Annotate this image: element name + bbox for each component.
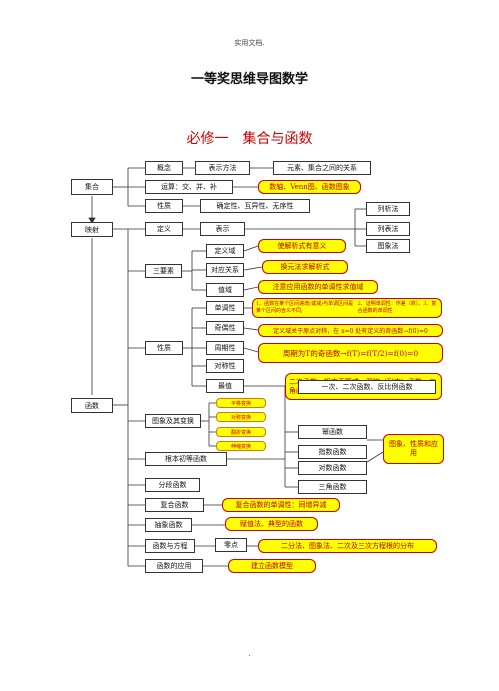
callout-zhouqi: 周期为T的奇函数→f(T)=f(T/2)=f(0)=0 xyxy=(258,343,443,363)
node-jihe: 集合 xyxy=(71,179,113,195)
node-biaoshi: 表示 xyxy=(200,222,245,236)
node-yici: 一次、二次函数、反比例函数 xyxy=(298,380,436,394)
page-subtitle: 必修一 集合与函数 xyxy=(186,131,313,147)
node-liebiao: 列表法 xyxy=(366,222,410,236)
node-zhiyu: 值域 xyxy=(206,283,244,297)
page-footer: . xyxy=(248,650,251,658)
node-fangcheng: 函数与方程 xyxy=(145,539,195,553)
callout-fuzhi: 赋值法、典型的函数 xyxy=(225,517,318,531)
node-jiou: 奇偶性 xyxy=(206,321,244,335)
callout-dandiao: 1、函数在某个区间递增(或减)与单调区间是某个区间的含义不同; 2、证明单调性：… xyxy=(252,298,442,318)
node-sanjiao: 三角函数 xyxy=(298,480,367,494)
node-jihe-xingzhi: 性质 xyxy=(145,199,183,213)
node-fuhe: 复合函数 xyxy=(145,498,204,512)
node-yingshe: 映射 xyxy=(71,222,113,237)
callout-moxing: 建立函数模型 xyxy=(228,559,316,573)
node-duichen: 对称性 xyxy=(206,359,244,373)
node-tuxiang-fa: 图象法 xyxy=(366,239,410,253)
node-duishu: 对数函数 xyxy=(298,461,367,475)
callout-fuhe: 复合函数的单调性：同增异减 xyxy=(222,498,340,512)
callout-shijiexi: 使解析式有意义 xyxy=(258,239,346,253)
node-chouxiang: 抽象函数 xyxy=(145,518,192,532)
page-header: 实用文档. xyxy=(234,39,265,47)
node-zuizhi: 最值 xyxy=(206,379,244,393)
node-yunsuan: 运算：交、并、补 xyxy=(145,180,233,194)
callout-shuzhou: 数轴、Venn图、函数图象 xyxy=(258,180,361,194)
tag-pingyi: 平移变换 xyxy=(216,398,266,408)
node-yuansu-guanxi: 元素、集合之间的关系 xyxy=(273,161,371,175)
node-dandiao: 单调性 xyxy=(206,301,244,315)
node-queding: 确定性、互异性、无序性 xyxy=(200,199,310,213)
node-liexi: 列析法 xyxy=(366,202,410,216)
node-hanshu-xingzhi: 性质 xyxy=(145,341,183,355)
callout-dandiao-line2: 2、证明单调性：作差（商）。3、复合函数的单调性 xyxy=(357,301,437,314)
node-gainian: 概念 xyxy=(145,161,183,175)
node-zhouqi: 周期性 xyxy=(206,341,244,355)
node-lingdian: 零点 xyxy=(215,538,247,552)
tag-shensuo: 伸缩变换 xyxy=(216,441,266,451)
callout-zhuyi: 注意应用函数的单调性求值域 xyxy=(258,280,378,294)
page-title: 一等奖思维导图数学 xyxy=(190,72,308,87)
tag-fanzhe: 翻折变换 xyxy=(216,427,266,437)
node-biaoshi-fangfa: 表示方法 xyxy=(195,161,250,175)
node-genben: 根本初等函数 xyxy=(145,452,227,466)
node-dingyiyu: 定义域 xyxy=(206,244,244,258)
node-fenduan: 分段函数 xyxy=(145,478,200,492)
node-dingyi: 定义 xyxy=(145,222,183,236)
node-bianhuan: 图象及其变换 xyxy=(145,414,201,428)
callout-jiou: 定义域关于原点对称，在 x=0 处有定义的奇函数→f(0)=0 xyxy=(258,324,443,337)
callout-erfen: 二分法、图象法、二次及三次方程根的分布 xyxy=(258,539,437,553)
node-mi: 幂函数 xyxy=(298,425,367,439)
node-duiying: 对应关系 xyxy=(206,263,244,277)
callout-tuxiang-xingzhi: 图象、性质和应用 xyxy=(383,434,444,464)
node-zhishu: 指数函数 xyxy=(298,445,367,459)
tag-duichen-bianhuan: 对称变换 xyxy=(216,412,266,422)
callout-huanyuan: 换元法求解析式 xyxy=(262,260,348,274)
callout-dandiao-line1: 1、函数在某个区间递增(或减)与单调区间是某个区间的含义不同; xyxy=(256,301,354,314)
node-sanyaosu: 三要素 xyxy=(145,264,182,278)
node-yingyong: 函数的应用 xyxy=(145,559,203,573)
node-hanshu: 函数 xyxy=(71,398,113,413)
